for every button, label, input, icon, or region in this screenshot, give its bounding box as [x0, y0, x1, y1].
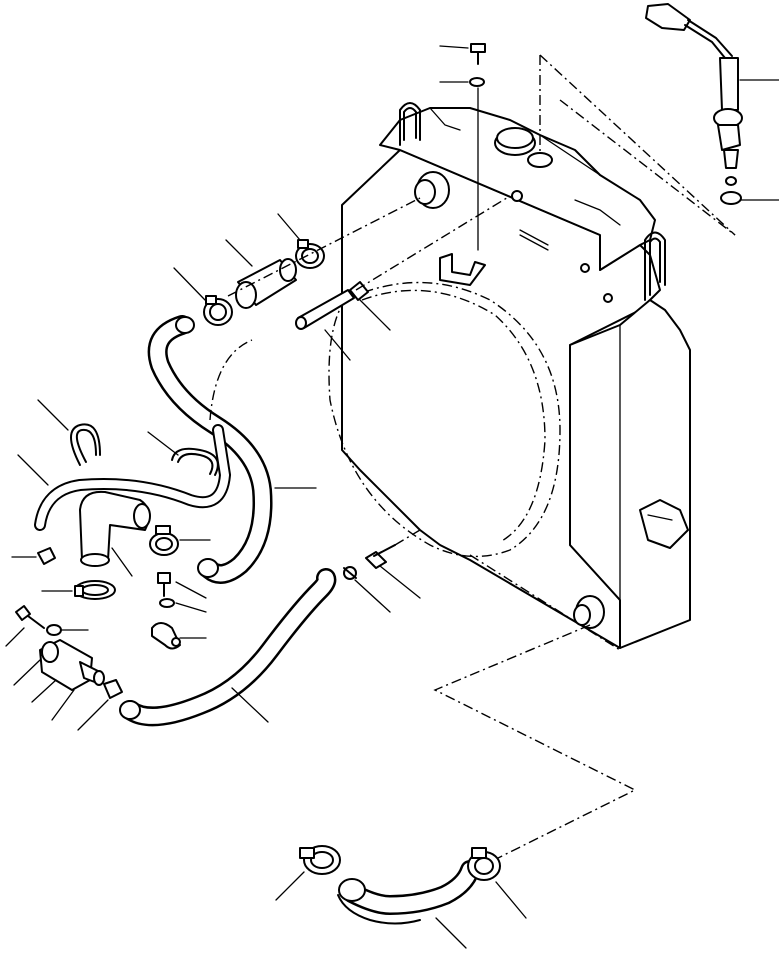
valve-icon	[103, 679, 123, 699]
clamp-icon	[203, 295, 233, 326]
housing-icon	[39, 639, 105, 691]
clamp-icon	[149, 525, 179, 556]
clamp-icon	[171, 447, 219, 476]
pipe-icon	[235, 258, 297, 309]
pipe-icon	[79, 490, 151, 567]
ring-icon	[720, 176, 742, 205]
clamp-icon	[74, 580, 116, 600]
clamp-icon	[349, 281, 369, 301]
sensor-icon	[645, 3, 743, 169]
clamp-icon	[295, 239, 325, 269]
clamp-icon	[343, 566, 357, 580]
washer-icon	[159, 598, 175, 608]
washer-icon	[46, 624, 62, 636]
clamp-icon	[70, 423, 101, 466]
hose-icon	[147, 315, 273, 584]
hose-icon	[337, 860, 480, 925]
washer-icon	[469, 77, 485, 87]
clamp-icon	[151, 622, 181, 650]
clamp-icon	[299, 845, 341, 875]
hose-icon	[34, 424, 232, 531]
bolt-icon	[15, 605, 45, 629]
washer-icon	[37, 547, 56, 565]
pipe-icon	[295, 289, 355, 330]
clamp-icon	[467, 847, 501, 881]
bolt-icon	[470, 43, 486, 65]
bolt-icon	[365, 544, 396, 569]
bolt-icon	[157, 572, 171, 597]
hose-icon	[119, 568, 337, 727]
radiator-icon	[328, 102, 691, 651]
